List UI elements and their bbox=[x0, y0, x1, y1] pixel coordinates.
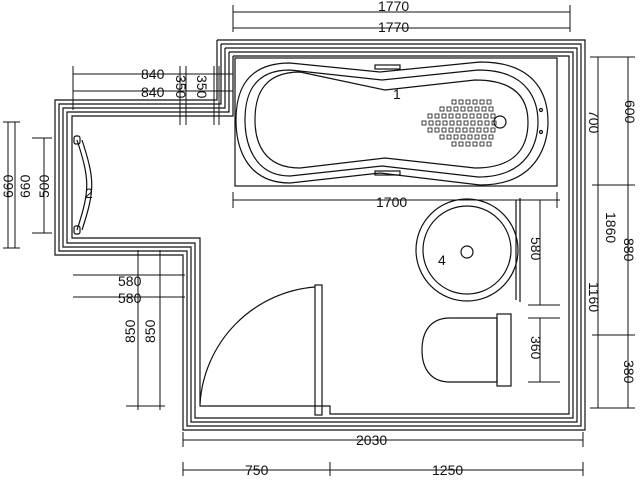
drain-hole bbox=[427, 127, 433, 133]
drain-hole bbox=[469, 113, 475, 119]
basin-number-label: 4 bbox=[438, 252, 446, 268]
drain-hole bbox=[427, 113, 433, 119]
dim-left-inner: 840 bbox=[141, 84, 165, 100]
shower-unit bbox=[73, 135, 93, 235]
drain-hole bbox=[453, 106, 459, 112]
drain-hole bbox=[476, 127, 482, 133]
dim-right-1860: 1860 bbox=[603, 212, 619, 243]
dim-left-vert-b: 850 bbox=[142, 319, 158, 343]
drain-hole bbox=[467, 106, 473, 112]
drain-hole bbox=[439, 134, 445, 140]
dim-wc-360: 360 bbox=[528, 336, 544, 360]
dim-top-outer: 1770 bbox=[378, 0, 409, 14]
drain-hole bbox=[490, 127, 496, 133]
drain-hole bbox=[446, 106, 452, 112]
dim-side-b: 660 bbox=[17, 174, 33, 198]
drain-hole bbox=[455, 127, 461, 133]
dim-bath-length: 1700 bbox=[376, 194, 407, 210]
dim-basin-580: 580 bbox=[528, 237, 544, 261]
drain-hole bbox=[449, 120, 455, 126]
drain-hole bbox=[481, 134, 487, 140]
drain-hole bbox=[448, 127, 454, 133]
drain-hole bbox=[488, 134, 494, 140]
door bbox=[199, 284, 323, 416]
drain-hole bbox=[462, 113, 468, 119]
drain-hole bbox=[477, 120, 483, 126]
drain-hole bbox=[453, 134, 459, 140]
bath-drain-grid bbox=[421, 99, 497, 147]
dim-right-1160: 1160 bbox=[586, 282, 602, 312]
dim-right-600: 600 bbox=[622, 100, 638, 124]
dim-right-880: 880 bbox=[621, 238, 637, 262]
drain-hole bbox=[439, 106, 445, 112]
drain-hole bbox=[434, 127, 440, 133]
drain-hole bbox=[479, 99, 485, 105]
drain-hole bbox=[460, 134, 466, 140]
bath-number-label: 1 bbox=[393, 86, 401, 102]
drain-hole bbox=[451, 99, 457, 105]
dim-bottom-right: 1250 bbox=[432, 462, 463, 478]
toilet bbox=[421, 313, 512, 387]
drain-hole bbox=[434, 113, 440, 119]
dim-mid-b: 580 bbox=[118, 290, 142, 306]
drain-hole bbox=[472, 99, 478, 105]
drain-hole bbox=[467, 134, 473, 140]
dimension-lines bbox=[3, 5, 635, 476]
drain-hole bbox=[488, 106, 494, 112]
dim-left-outer: 840 bbox=[141, 66, 165, 82]
drain-hole bbox=[428, 120, 434, 126]
drain-hole bbox=[448, 113, 454, 119]
drain-hole bbox=[435, 120, 441, 126]
shower-number-label: 2 bbox=[85, 185, 93, 201]
drain-hole bbox=[456, 120, 462, 126]
drain-hole bbox=[441, 113, 447, 119]
drain-hole bbox=[465, 141, 471, 147]
dim-right-380: 380 bbox=[621, 360, 637, 384]
drain-hole bbox=[484, 120, 490, 126]
dim-side-c: 500 bbox=[36, 174, 52, 198]
dim-mid-a: 580 bbox=[118, 273, 142, 289]
drain-hole bbox=[474, 134, 480, 140]
drain-hole bbox=[486, 99, 492, 105]
drain-hole bbox=[491, 120, 497, 126]
drain-hole bbox=[465, 99, 471, 105]
dim-bottom-total: 2030 bbox=[356, 432, 387, 448]
drain-hole bbox=[479, 141, 485, 147]
drain-hole bbox=[421, 120, 427, 126]
drain-hole bbox=[469, 127, 475, 133]
dim-top-inner: 1770 bbox=[378, 19, 409, 35]
drain-hole bbox=[476, 113, 482, 119]
dim-left-vert-a: 850 bbox=[122, 319, 138, 343]
drain-hole bbox=[441, 127, 447, 133]
drain-hole bbox=[483, 113, 489, 119]
drain-hole bbox=[462, 127, 468, 133]
drain-hole bbox=[481, 106, 487, 112]
drain-hole bbox=[446, 134, 452, 140]
dim-side-a: 660 bbox=[0, 174, 16, 198]
drain-hole bbox=[472, 141, 478, 147]
drain-hole bbox=[442, 120, 448, 126]
drain-hole bbox=[470, 120, 476, 126]
drain-hole bbox=[474, 106, 480, 112]
drain-hole bbox=[463, 120, 469, 126]
dim-left-small-b: 350 bbox=[173, 75, 189, 99]
drain-hole bbox=[486, 141, 492, 147]
drain-hole bbox=[455, 113, 461, 119]
bath bbox=[234, 57, 558, 187]
drain-hole bbox=[451, 141, 457, 147]
dim-right-700: 700 bbox=[586, 110, 602, 134]
drain-hole bbox=[490, 113, 496, 119]
basin bbox=[415, 198, 521, 302]
dim-bottom-left: 750 bbox=[245, 462, 269, 478]
room-walls bbox=[54, 39, 586, 431]
drain-hole bbox=[483, 127, 489, 133]
drain-hole bbox=[458, 141, 464, 147]
dim-left-small-a: 350 bbox=[194, 75, 210, 99]
drain-hole bbox=[458, 99, 464, 105]
drain-hole bbox=[460, 106, 466, 112]
